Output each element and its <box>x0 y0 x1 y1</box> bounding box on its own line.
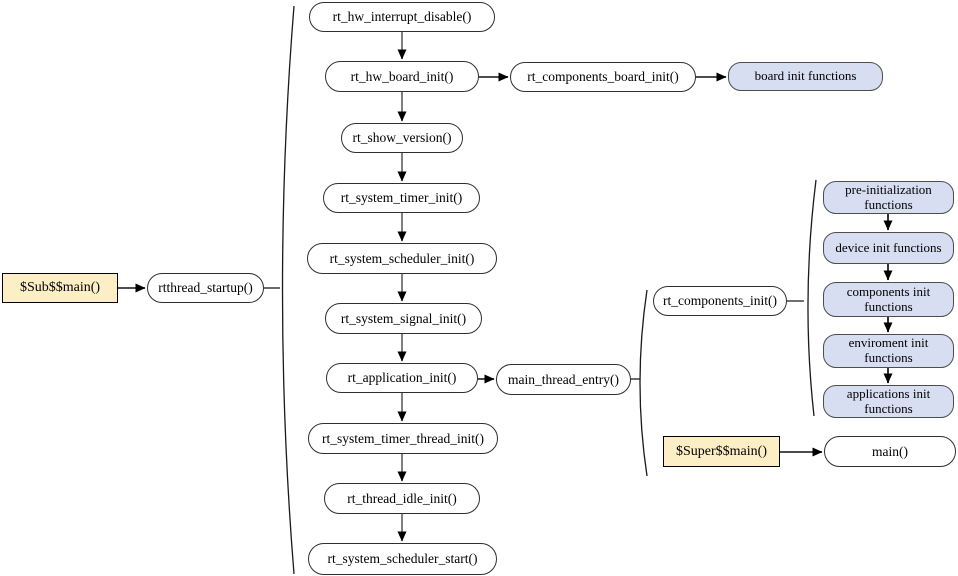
brace-main-thread-entry-group <box>639 289 648 477</box>
node-board-init-functions: board init functions <box>728 62 883 91</box>
node-rt-hw-interrupt-disable: rt_hw_interrupt_disable() <box>309 2 495 32</box>
node-rt-thread-idle-init: rt_thread_idle_init() <box>324 483 480 514</box>
node-main-thread-entry: main_thread_entry() <box>496 364 631 395</box>
brace-rt-components-init-group <box>807 179 817 417</box>
node-components-init-functions: components init functions <box>823 282 954 317</box>
node-main: main() <box>824 436 956 467</box>
node-rt-application-init: rt_application_init() <box>326 363 478 393</box>
node-sub-main: $Sub$$main() <box>2 273 118 303</box>
node-rt-show-version: rt_show_version() <box>341 123 463 153</box>
node-rt-system-scheduler-init: rt_system_scheduler_init() <box>307 243 497 274</box>
node-rt-components-board-init: rt_components_board_init() <box>510 62 696 92</box>
node-rt-components-init: rt_components_init() <box>653 286 787 316</box>
node-pre-initialization-functions: pre-initialization functions <box>823 181 954 214</box>
node-super-main: $Super$$main() <box>663 436 780 467</box>
node-rt-hw-board-init: rt_hw_board_init() <box>325 61 479 92</box>
node-rt-system-timer-thread-init: rt_system_timer_thread_init() <box>308 423 498 454</box>
node-applications-init-functions: applications init functions <box>823 385 954 418</box>
node-device-init-functions: device init functions <box>823 232 954 264</box>
brace-rtthread-startup-group <box>281 5 295 575</box>
node-rt-system-timer-init: rt_system_timer_init() <box>323 183 480 213</box>
node-rt-system-signal-init: rt_system_signal_init() <box>325 303 482 334</box>
node-rt-system-scheduler-start: rt_system_scheduler_start() <box>308 543 497 575</box>
node-enviroment-init-functions: enviroment init functions <box>823 334 954 368</box>
node-rtthread-startup: rtthread_startup() <box>147 273 264 303</box>
